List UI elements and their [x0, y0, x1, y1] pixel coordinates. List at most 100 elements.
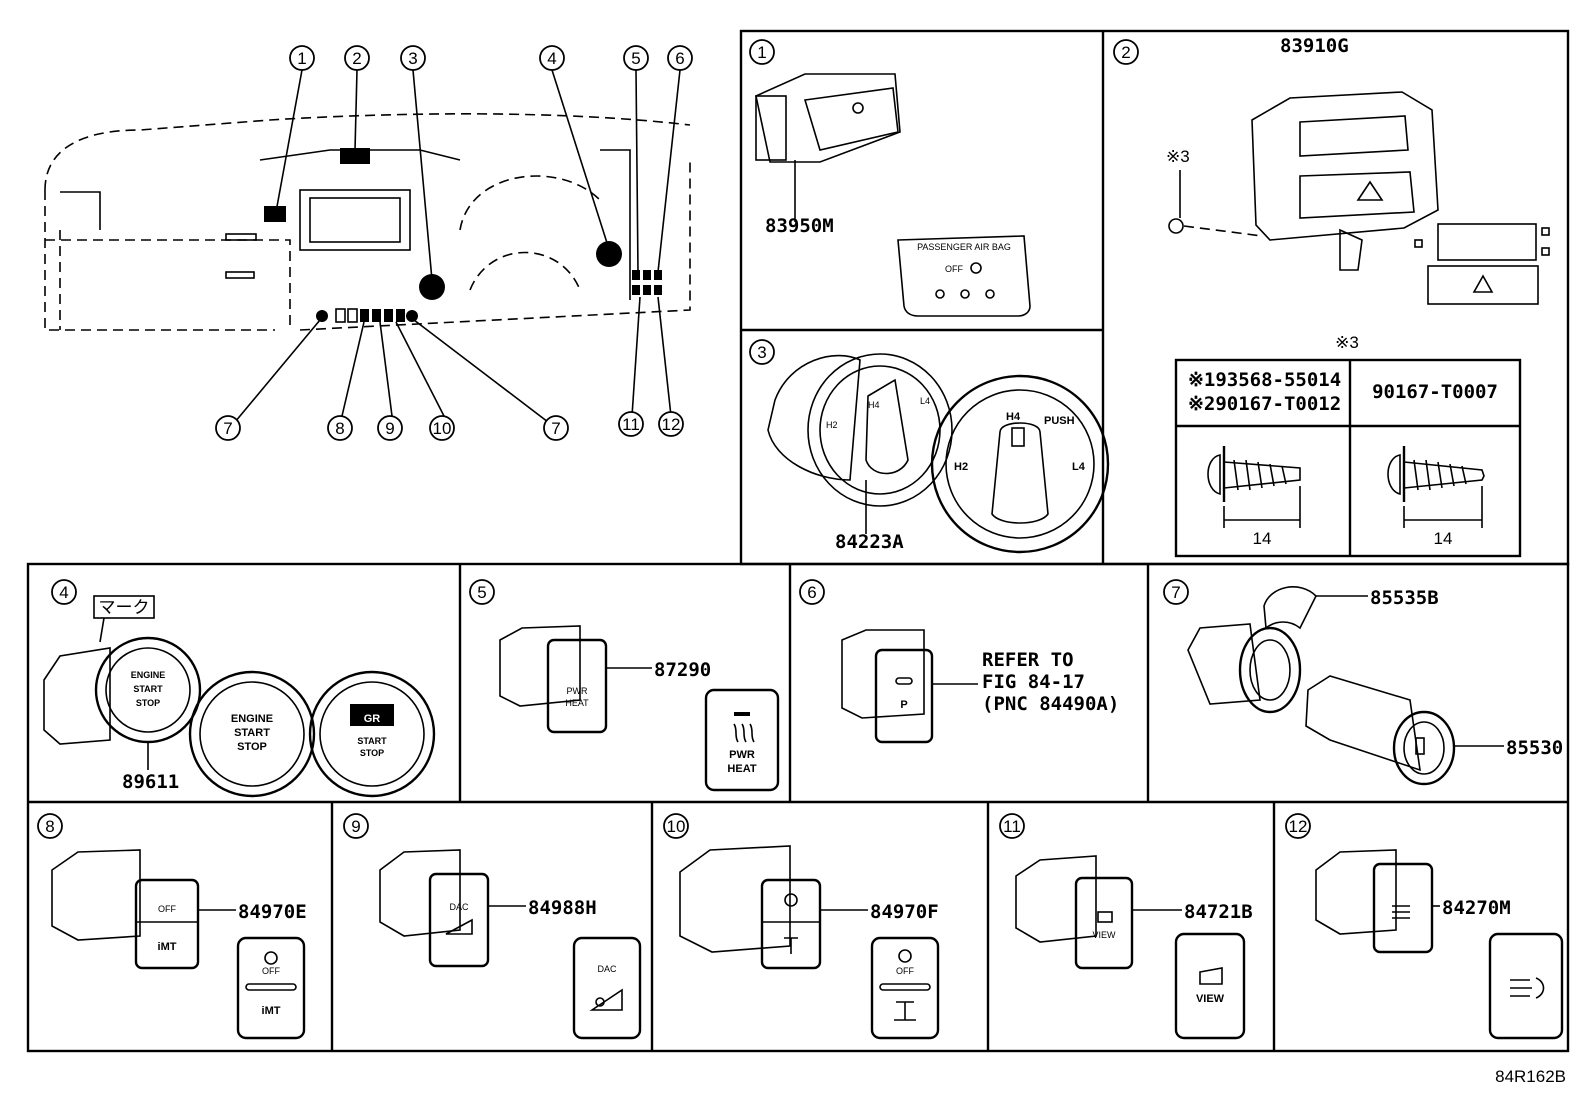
overview-switch-cluster: [632, 270, 662, 295]
airbag-indicator-unit: [755, 73, 901, 163]
svg-text:L4: L4: [1072, 461, 1086, 473]
svg-text:VIEW: VIEW: [1196, 993, 1225, 1005]
svg-text:OFF: OFF: [945, 264, 963, 274]
svg-text:H4: H4: [868, 400, 880, 410]
svg-text:DAC: DAC: [449, 902, 469, 912]
dac-switch-face: DAC: [572, 936, 642, 1040]
part-label-84270M: 84270M: [1442, 897, 1511, 919]
overview-callout-3: 3: [400, 45, 426, 71]
svg-text:5: 5: [477, 583, 486, 602]
parking-sensor-switch: P: [841, 629, 934, 744]
svg-text:HEAT: HEAT: [565, 698, 589, 708]
part-label-85530: 85530: [1506, 737, 1563, 759]
svg-text:6: 6: [807, 583, 816, 602]
drive-mode-switch-body: H4 H2 L4: [767, 353, 953, 507]
panel-9: 9 DAC 84988H DAC: [343, 813, 642, 1040]
rear-defog-switch-face: [1488, 932, 1564, 1040]
airbag-inset-label: PASSENGER AIR BAG OFF: [897, 235, 1031, 317]
svg-text:3: 3: [408, 49, 417, 68]
svg-text:※193568-55014: ※193568-55014: [1188, 369, 1341, 391]
camera-view-switch-face: VIEW: [1174, 932, 1246, 1040]
overview-callout-12: 12: [658, 411, 684, 437]
engine-start-button-face: ENGINE START STOP: [188, 670, 316, 798]
rear-defog-switch: [1315, 849, 1434, 954]
svg-text:14: 14: [1253, 529, 1272, 548]
traction-crawl-switch-face: OFF: [870, 936, 940, 1040]
svg-text:HEAT: HEAT: [727, 763, 756, 775]
panel-2: 2 83910G ※3 ※3 ※193568-55014 ※290167-T: [1113, 35, 1550, 558]
panel-11: 11 VIEW 84721B VIEW: [999, 813, 1253, 1040]
part-label-84988H: 84988H: [528, 897, 597, 919]
panel-1: 1 83950M PASSENGER AIR BAG OFF: [749, 39, 1031, 317]
part-label-85535B: 85535B: [1370, 587, 1439, 609]
overview-callout-11: 11: [618, 411, 644, 437]
camera-view-switch: VIEW: [1015, 855, 1134, 970]
part-label-84970E: 84970E: [238, 901, 307, 923]
svg-text:L4: L4: [920, 396, 930, 406]
part-label-89611: 89611: [122, 771, 179, 793]
svg-text:STOP: STOP: [360, 748, 384, 758]
svg-text:iMT: iMT: [262, 1005, 281, 1017]
figure-code: 84R162B: [1495, 1067, 1566, 1086]
svg-text:90167-T0007: 90167-T0007: [1372, 381, 1498, 403]
panel-frames: [26, 29, 1570, 1053]
svg-text:11: 11: [622, 415, 640, 434]
svg-text:9: 9: [351, 817, 360, 836]
screw-table: ※193568-55014 ※290167-T0012 90167-T0007 …: [1174, 358, 1522, 558]
pwr-heat-switch-face: PWR HEAT: [704, 688, 780, 792]
svg-text:P: P: [900, 699, 907, 711]
svg-text:PWR: PWR: [567, 686, 588, 696]
svg-text:2: 2: [352, 49, 361, 68]
traction-crawl-switch: [679, 845, 822, 970]
svg-text:10: 10: [667, 817, 686, 836]
svg-text:8: 8: [335, 419, 344, 438]
panel-4: 4 マーク ENGINE START STOP 89611 ENGINE STA…: [43, 579, 436, 798]
panel-8: 8 OFF iMT 84970E OFF iMT: [37, 813, 307, 1040]
panel-10: 10 84970F OFF: [663, 813, 940, 1040]
screw-2: 14: [1387, 446, 1485, 548]
imt-switch-face: OFF iMT: [236, 936, 306, 1040]
panel-12: 12 84270M: [1285, 813, 1564, 1040]
part-label-84970F: 84970F: [870, 901, 939, 923]
engine-start-switch: ENGINE START STOP: [43, 636, 202, 745]
svg-text:2: 2: [1121, 43, 1130, 62]
hazard-button-insets: [1414, 223, 1550, 305]
overview-callout-7b: 7: [543, 415, 569, 441]
svg-text:START: START: [357, 736, 387, 746]
svg-text:5: 5: [631, 49, 640, 68]
refer-text-2: FIG 84-17: [982, 671, 1085, 693]
drive-mode-dial-face: H2 H4 PUSH L4: [930, 374, 1110, 554]
dac-switch: DAC: [379, 849, 490, 968]
svg-text:マーク: マーク: [99, 598, 150, 617]
svg-text:※290167-T0012: ※290167-T0012: [1188, 393, 1341, 415]
svg-text:H2: H2: [954, 461, 968, 473]
svg-text:OFF: OFF: [262, 966, 280, 976]
svg-text:7: 7: [223, 419, 232, 438]
svg-text:START: START: [234, 727, 270, 739]
svg-text:ENGINE: ENGINE: [131, 670, 166, 680]
svg-text:H2: H2: [826, 420, 838, 430]
refer-text-1: REFER TO: [982, 649, 1074, 671]
svg-text:GR: GR: [364, 713, 381, 725]
svg-text:1: 1: [297, 49, 306, 68]
svg-text:※3: ※3: [1166, 147, 1190, 166]
svg-text:11: 11: [1003, 817, 1021, 836]
svg-text:14: 14: [1434, 529, 1453, 548]
part-label-83910G: 83910G: [1280, 35, 1349, 57]
svg-text:4: 4: [547, 49, 556, 68]
overview-callout-9: 9: [377, 415, 403, 441]
part-label-84223A: 84223A: [835, 531, 904, 553]
svg-text:6: 6: [675, 49, 684, 68]
svg-text:8: 8: [45, 817, 54, 836]
part-label-87290: 87290: [654, 659, 711, 681]
overview-callout-6: 6: [667, 45, 693, 71]
svg-text:※3: ※3: [1335, 333, 1359, 352]
overview-callout-5: 5: [623, 45, 649, 71]
panel-3: 3 H4 H2 L4 84223A H2 H4 PUSH L4: [749, 339, 1110, 554]
svg-text:OFF: OFF: [158, 904, 176, 914]
svg-text:VIEW: VIEW: [1092, 930, 1116, 940]
part-label-84721B: 84721B: [1184, 901, 1253, 923]
panel-5: 5 PWR HEAT 87290 PWR HEAT: [469, 579, 780, 792]
part-label-83950M: 83950M: [765, 215, 834, 237]
